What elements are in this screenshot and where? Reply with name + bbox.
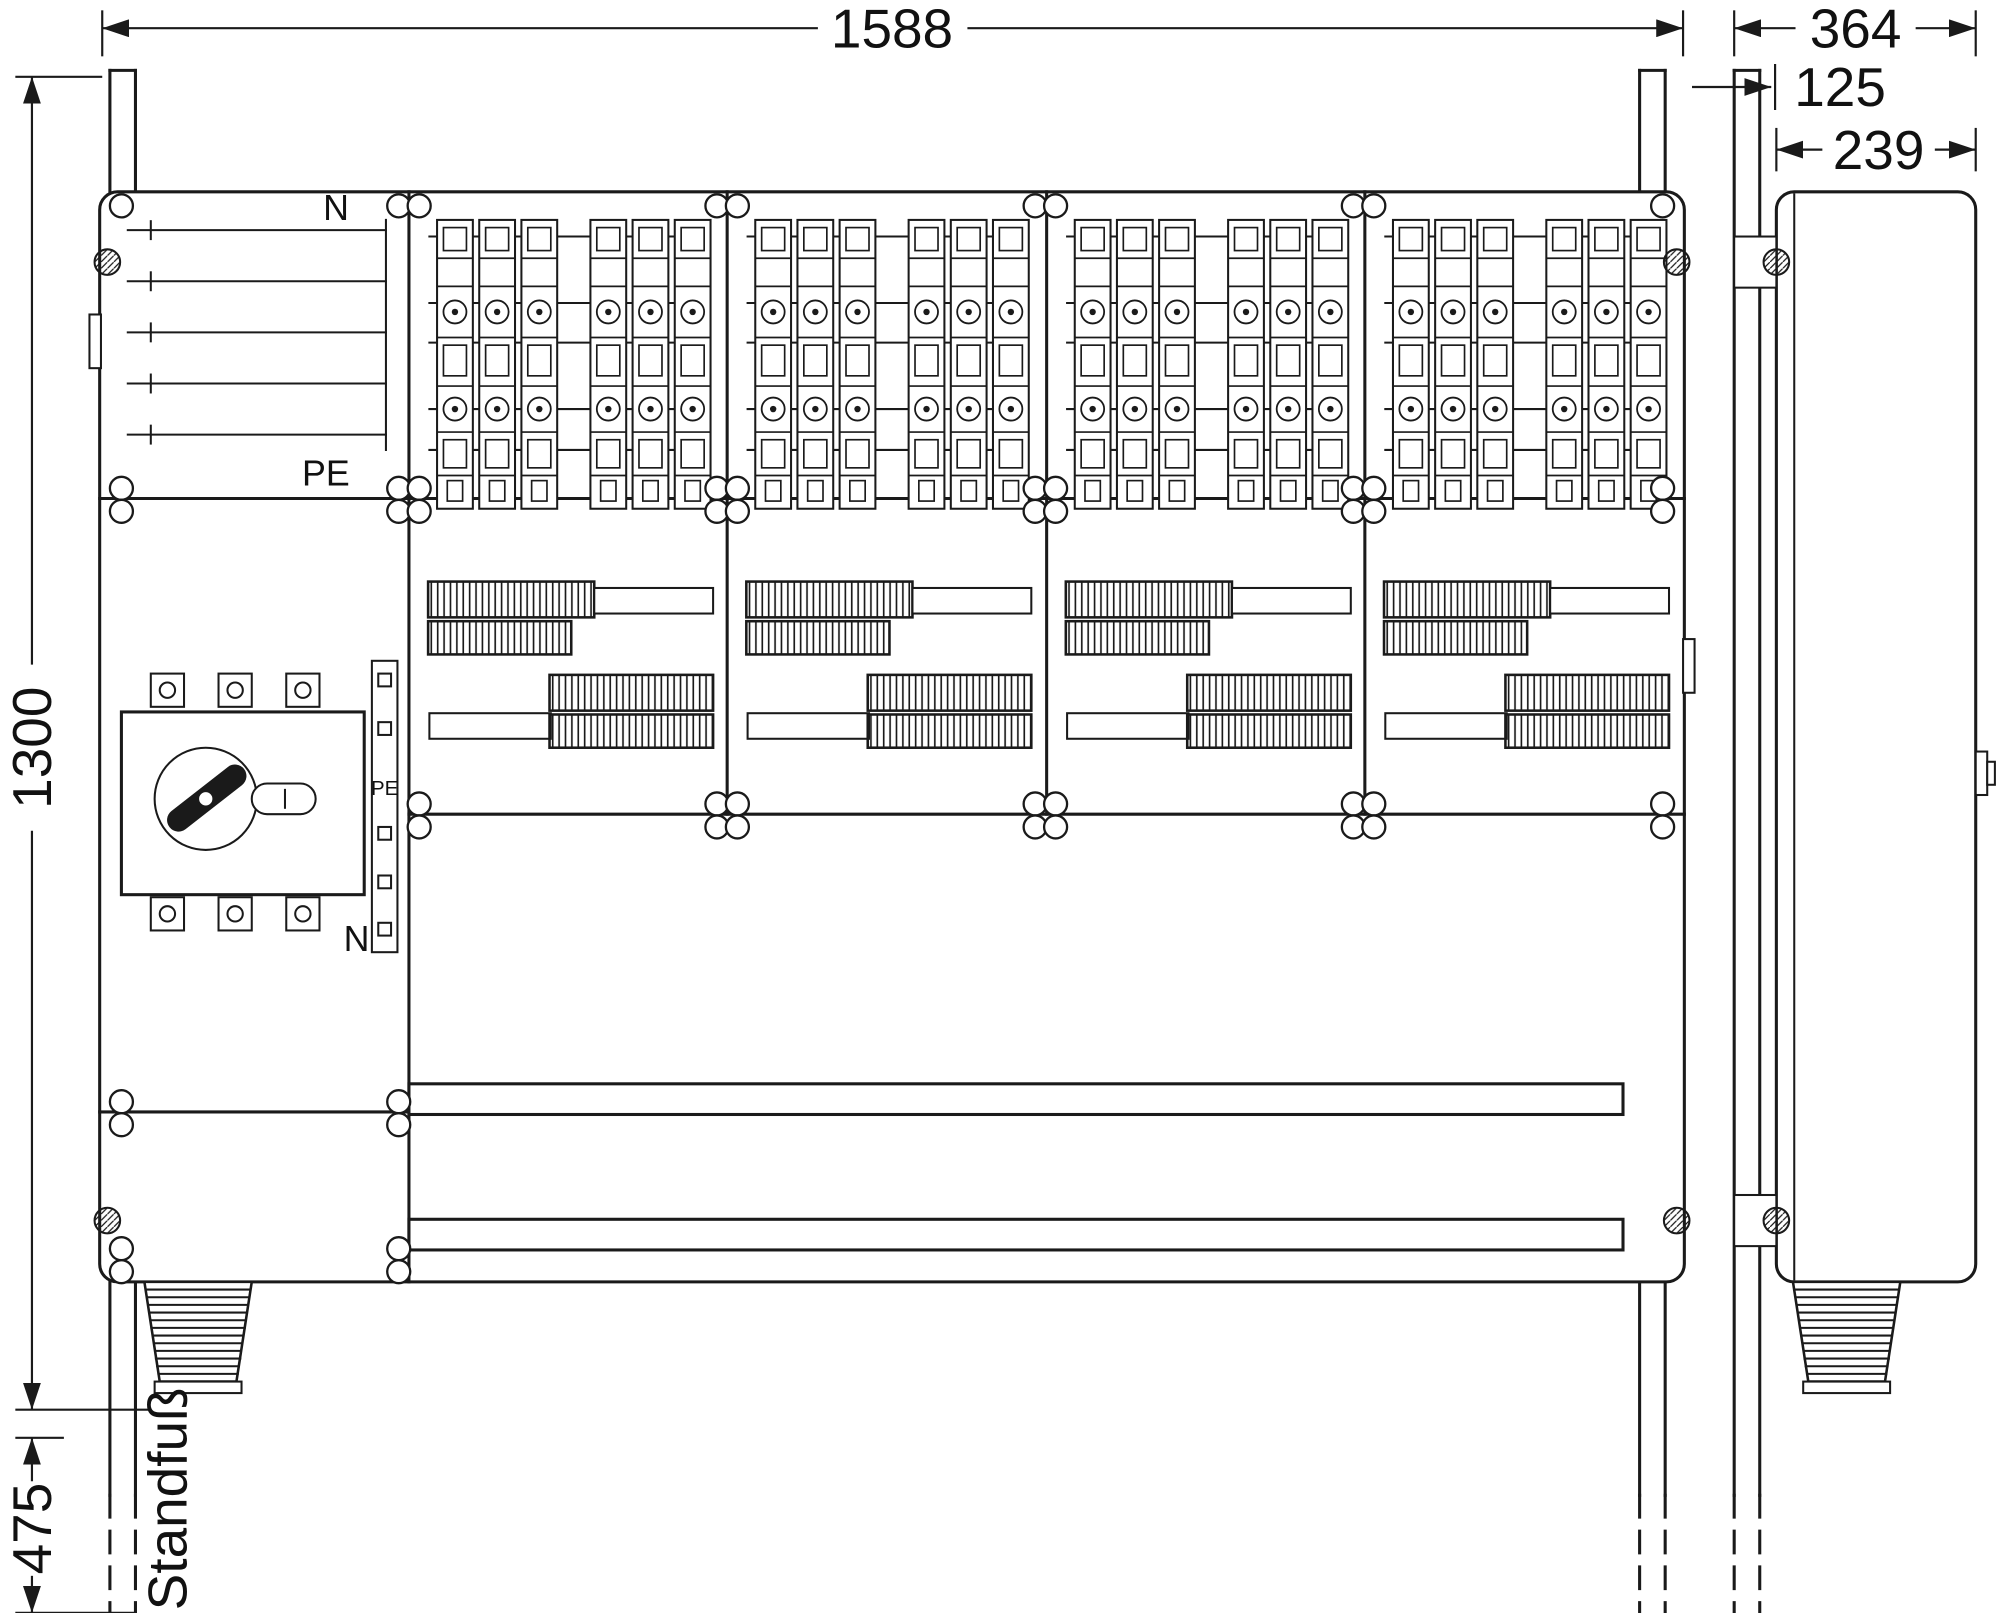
dim-overall-height: 1300 [1,75,151,1411]
dim-stand-height-label: 475 [1,1483,63,1575]
side-view [1732,68,1996,1613]
label-pe-strip: PE [371,777,398,800]
pe-strip: PE [370,659,399,954]
cable-gland-side [1791,1280,1902,1395]
dim-overall-height-label: 1300 [1,687,63,809]
busbar-upper [407,1082,1625,1117]
front-view: N PE PE [88,68,1696,1613]
stand-foot-label: Standfuß [137,1387,199,1610]
label-neutral: N [344,919,370,959]
dim-depth-body: 239 [1775,119,1977,181]
stand-post-side [1732,68,1762,1613]
dim-depth-overall: 364 [1733,0,1977,59]
main-switch [119,672,366,932]
wall-tab-right [1682,638,1696,694]
mount-point-icon [1662,1206,1691,1235]
door-latch [1974,750,1989,797]
busbar-lower [407,1217,1625,1252]
dim-depth-body-label: 239 [1833,119,1925,181]
label-busbar-n: N [323,188,349,228]
dim-overall-width: 1588 [101,0,1685,59]
enclosure-side [1774,190,1978,1284]
busbar-panel: N PE [126,188,387,494]
dim-depth-front: 125 [1692,56,1886,118]
door-latch-knob [1986,760,1996,786]
wall-tab-left [88,313,102,370]
dim-stand-height: 475 [1,1436,136,1613]
mount-point-icon [1662,248,1691,276]
mount-point-icon [1762,1206,1791,1235]
cable-gland-front [143,1280,254,1395]
dim-overall-width-label: 1588 [831,0,953,59]
mount-point-icon [93,1206,122,1235]
mount-point-icon [1762,248,1791,276]
dim-depth-overall-label: 364 [1810,0,1902,59]
label-busbar-pe: PE [302,454,350,494]
mount-point-icon [93,248,122,276]
dim-depth-front-label: 125 [1794,56,1886,118]
